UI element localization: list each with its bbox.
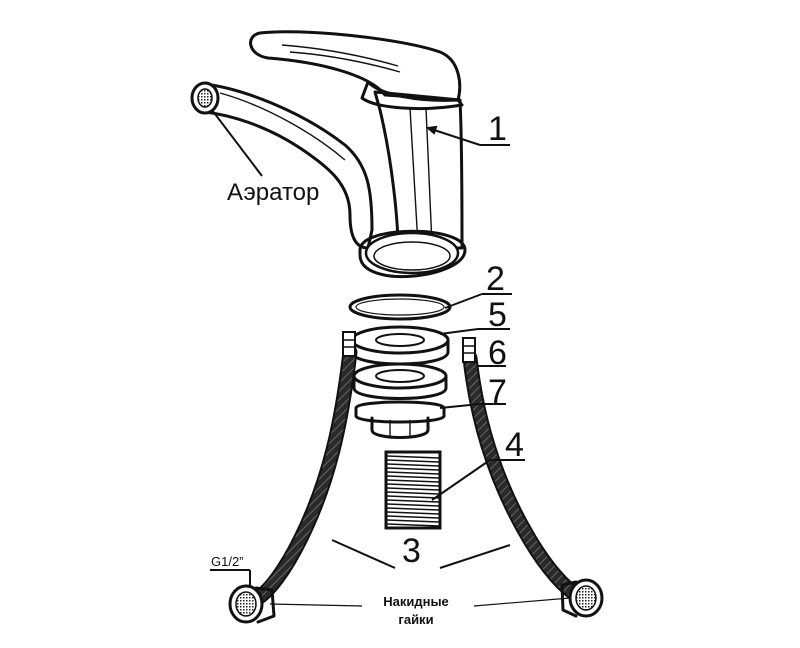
thread-line bbox=[386, 499, 440, 503]
thread-line bbox=[386, 467, 440, 471]
thread-line bbox=[386, 455, 440, 459]
label-part-5: 5 bbox=[488, 296, 507, 334]
thread-line bbox=[386, 475, 440, 479]
label-aerator: Аэратор bbox=[227, 179, 319, 206]
label-union-nuts-line2: гайки bbox=[398, 612, 433, 627]
o-ring bbox=[348, 293, 452, 321]
thread-line bbox=[386, 515, 440, 519]
label-part-3: 3 bbox=[402, 532, 421, 570]
thread-line bbox=[386, 471, 440, 475]
thread-line bbox=[386, 479, 440, 483]
thread-line bbox=[386, 495, 440, 499]
flexible-hose-left bbox=[250, 331, 358, 606]
thread-line bbox=[386, 523, 440, 527]
thread-line bbox=[386, 463, 440, 467]
thread-line bbox=[386, 491, 440, 495]
label-part-2: 2 bbox=[486, 260, 505, 298]
thread-line bbox=[386, 487, 440, 491]
flexible-hose-right bbox=[462, 337, 586, 604]
label-part-7: 7 bbox=[488, 373, 507, 411]
aerator-mesh-icon bbox=[197, 88, 213, 108]
label-thread-size: G1/2” bbox=[211, 554, 244, 569]
thread-line bbox=[386, 511, 440, 515]
washer bbox=[352, 362, 448, 400]
threaded-stud bbox=[384, 450, 442, 530]
gasket bbox=[350, 325, 450, 366]
mounting-nut bbox=[354, 400, 446, 439]
thread-line bbox=[386, 507, 440, 511]
leader-lines bbox=[210, 109, 571, 607]
label-part-6: 6 bbox=[488, 334, 507, 372]
thread-line bbox=[386, 483, 440, 487]
union-nut-left-icon bbox=[228, 584, 276, 624]
thread-line bbox=[386, 503, 440, 507]
thread-line bbox=[386, 459, 440, 463]
thread-line bbox=[386, 519, 440, 523]
label-part-1: 1 bbox=[488, 110, 507, 148]
label-part-4: 4 bbox=[505, 426, 524, 464]
label-union-nuts-line1: Накидные bbox=[383, 594, 449, 609]
faucet-body bbox=[190, 30, 467, 278]
